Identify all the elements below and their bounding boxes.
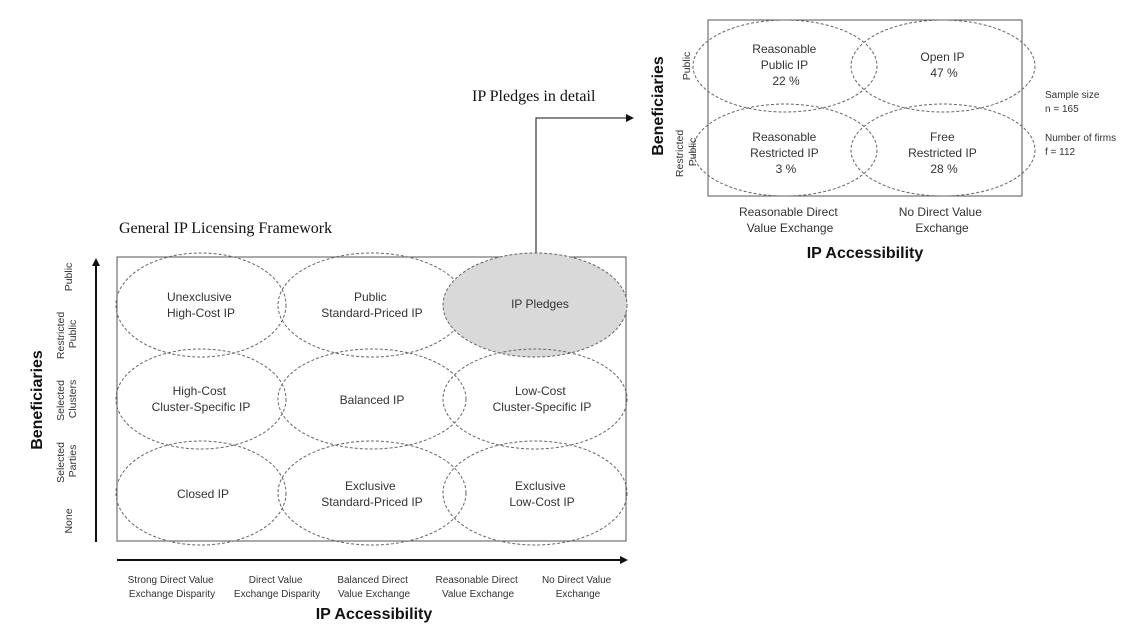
- detail-x-title: IP Accessibility: [807, 245, 924, 262]
- general-y-label-selected-clusters: Selected Clusters: [55, 377, 79, 421]
- detail-ellipse-free-restricted: [850, 103, 1036, 197]
- detail-number-of-firms: Number of firms f = 112: [1045, 133, 1119, 158]
- general-ellipse-high-cost-cluster: [115, 348, 287, 450]
- general-diagram: General IP Licensing Framework Unexclusi…: [29, 220, 628, 623]
- general-y-title: Beneficiaries: [29, 350, 46, 450]
- detail-cell-reasonable-public: Reasonable Public IP 22 %: [752, 42, 819, 88]
- general-title: General IP Licensing Framework: [119, 220, 332, 237]
- detail-cell-free-restricted: Free Restricted IP 28 %: [908, 130, 980, 176]
- general-ellipse-closed: [115, 440, 287, 546]
- detail-ellipse-reasonable-public: [692, 19, 878, 113]
- detail-sample-size: Sample size n = 165: [1045, 90, 1102, 115]
- general-ellipse-exclusive-low-cost: [442, 440, 628, 546]
- detail-ellipse-open: [850, 19, 1036, 113]
- general-cell-public-standard: Public Standard-Priced IP: [321, 290, 422, 320]
- general-x-label-reasonable: Reasonable Direct Value Exchange: [435, 575, 520, 600]
- detail-frame: [707, 19, 1023, 197]
- detail-y-title: Beneficiaries: [650, 56, 667, 156]
- general-cell-exclusive-standard: Exclusive Standard-Priced IP: [321, 479, 422, 509]
- general-cell-closed: Closed IP: [177, 487, 229, 501]
- general-cell-unexclusive: Unexclusive High-Cost IP: [167, 290, 235, 320]
- general-ellipse-ip-pledges: [442, 252, 628, 358]
- general-x-title: IP Accessibility: [316, 606, 433, 623]
- general-y-label-selected-parties: Selected Parties: [55, 439, 79, 483]
- detail-caption: IP Pledges in detail: [472, 88, 596, 105]
- general-frame: [116, 256, 627, 542]
- general-cell-ip-pledges: IP Pledges: [511, 297, 569, 311]
- general-ellipse-balanced: [277, 348, 467, 450]
- detail-x-label-no-direct: No Direct Value Exchange: [899, 205, 986, 235]
- general-x-label-strong-disparity: Strong Direct Value Exchange Disparity: [128, 575, 217, 600]
- detail-diagram: Reasonable Public IP 22 % Open IP 47 % R…: [650, 19, 1119, 262]
- general-cell-balanced: Balanced IP: [340, 393, 405, 407]
- general-y-label-none: None: [63, 508, 75, 533]
- general-ellipse-exclusive-standard: [277, 440, 467, 546]
- general-ellipse-low-cost-cluster: [442, 348, 628, 450]
- general-x-label-no-direct: No Direct Value Exchange: [542, 575, 614, 600]
- general-x-label-balanced: Balanced Direct Value Exchange: [337, 575, 410, 600]
- connector-arrow: [535, 114, 634, 284]
- detail-ellipse-reasonable-restricted: [692, 103, 878, 197]
- general-y-label-restricted-public: Restricted Public: [55, 309, 79, 359]
- general-y-label-public: Public: [63, 263, 75, 292]
- general-x-label-disparity: Direct Value Exchange Disparity: [234, 575, 320, 600]
- general-cell-exclusive-low-cost: Exclusive Low-Cost IP: [509, 479, 574, 509]
- detail-cell-reasonable-restricted: Reasonable Restricted IP 3 %: [750, 130, 822, 176]
- detail-x-label-reasonable: Reasonable Direct Value Exchange: [739, 205, 841, 235]
- general-ellipse-unexclusive: [115, 252, 287, 358]
- general-ellipse-public-standard: [277, 252, 467, 358]
- detail-y-label-restricted-public: Restricted Public: [674, 127, 699, 177]
- general-cell-low-cost-cluster: Low-Cost Cluster-Specific IP: [493, 384, 592, 414]
- detail-cell-open: Open IP 47 %: [920, 50, 967, 80]
- general-cell-high-cost-cluster: High-Cost Cluster-Specific IP: [152, 384, 251, 414]
- detail-y-label-public: Public: [681, 52, 693, 81]
